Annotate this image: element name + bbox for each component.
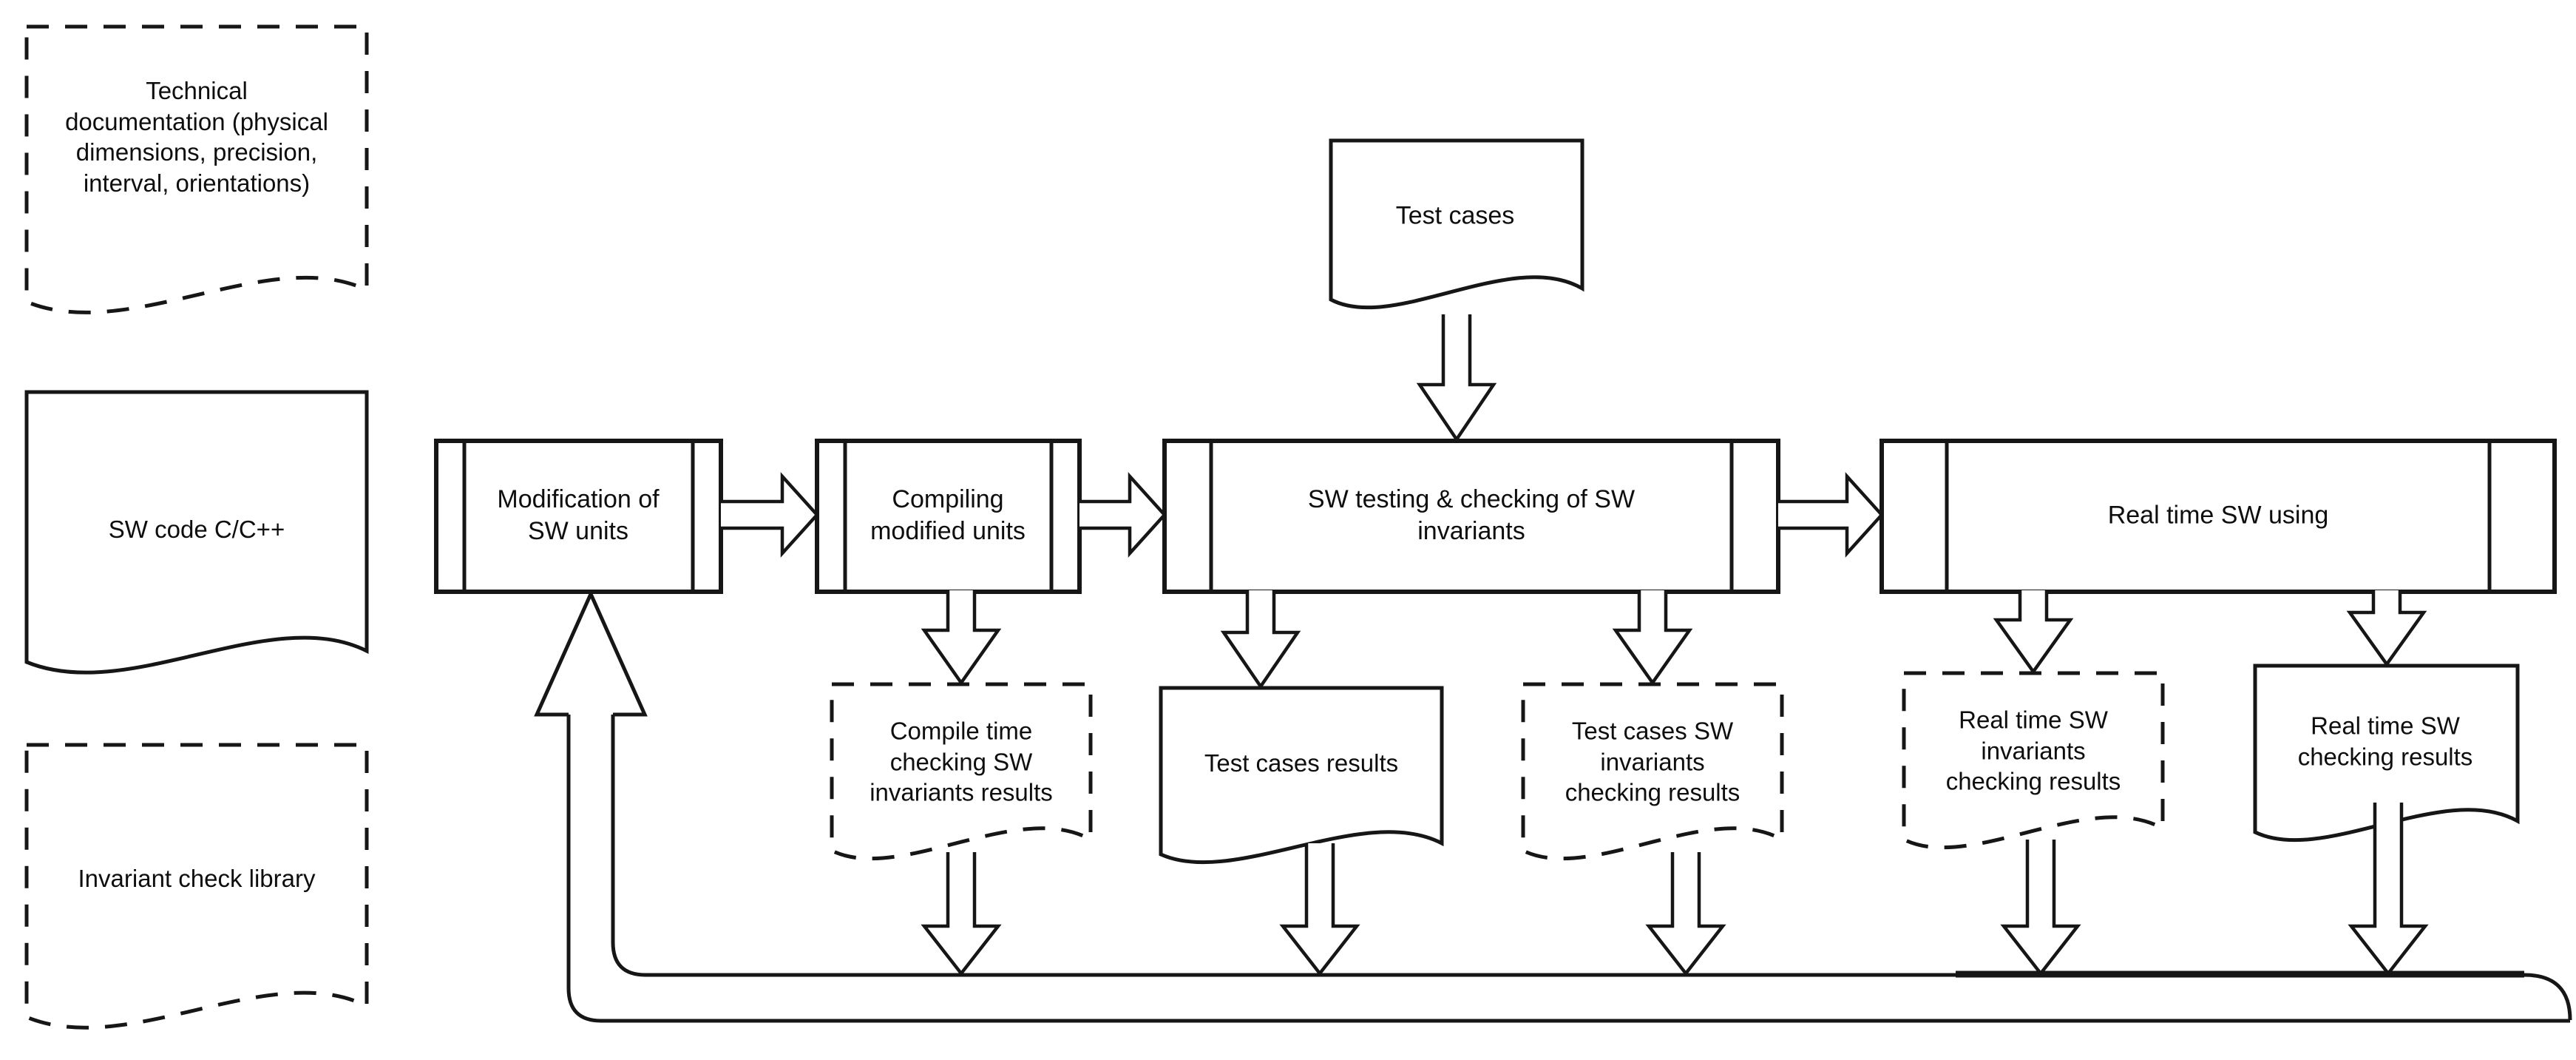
arrow-compiletime-results-to-pipe-icon <box>921 852 1002 976</box>
sw-testing-box-side-bars <box>1209 441 1734 592</box>
arrow-modification-to-compiling-icon <box>721 472 820 558</box>
technical-documentation-doc-shape <box>24 24 369 314</box>
arrow-compiling-to-compiletime-results-icon <box>921 590 1002 686</box>
compile-time-results-doc-shape <box>830 682 1093 861</box>
test-cases-invariants-results-doc-shape <box>1521 682 1784 861</box>
real-time-sw-using-box <box>1880 439 2557 594</box>
real-time-box-side-bars <box>1945 441 2492 592</box>
compiling-box-side-bars <box>843 441 1054 592</box>
sw-testing-box <box>1162 439 1780 594</box>
arrow-testcases-results-to-pipe-icon <box>1279 843 1360 976</box>
arrow-rt-invariants-results-to-pipe-icon <box>2000 840 2081 976</box>
arrow-testcases-to-testing-icon <box>1416 314 1497 443</box>
arrow-testing-to-testcases-results-icon <box>1220 590 1301 689</box>
real-time-invariants-results-doc-shape <box>1902 671 2165 850</box>
arrow-testing-to-invariants-results-icon <box>1612 590 1693 686</box>
arrow-rt-checking-results-to-pipe-icon <box>2348 803 2429 976</box>
compiling-modified-units-box <box>815 439 1082 594</box>
feedback-pipe-outer-line <box>566 713 2570 1023</box>
feedback-up-arrow-head <box>534 589 648 717</box>
arrow-invariants-results-to-pipe-icon <box>1645 852 1726 976</box>
arrow-realtime-to-invariants-results-icon <box>1993 590 2074 675</box>
test-cases-results-doc-shape <box>1159 686 1444 865</box>
test-cases-doc-shape <box>1329 138 1584 310</box>
invariant-check-library-doc-shape <box>24 743 369 1030</box>
modification-of-sw-units-box <box>434 439 723 594</box>
arrow-realtime-to-checking-results-icon <box>2346 590 2427 667</box>
arrow-compiling-to-testing-icon <box>1079 472 1167 558</box>
modification-box-side-bars <box>462 441 695 592</box>
sw-code-doc-shape <box>24 390 369 675</box>
arrow-testing-to-realtime-icon <box>1778 472 1885 558</box>
